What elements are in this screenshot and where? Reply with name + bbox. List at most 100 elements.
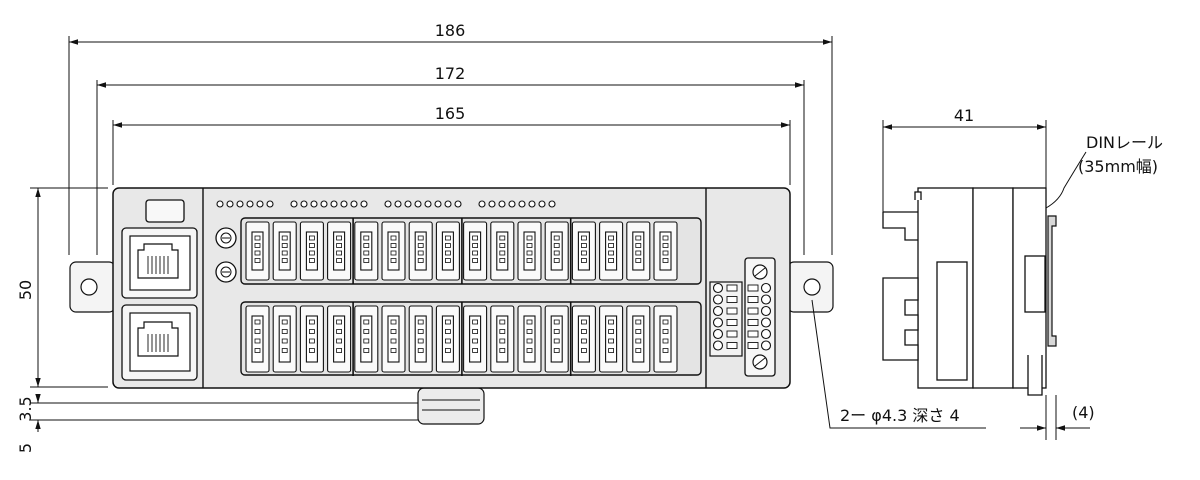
io-connector — [626, 305, 651, 373]
io-connector — [571, 305, 596, 373]
terminal-slot — [747, 330, 759, 338]
io-connector — [653, 305, 678, 373]
dim-172-label: 172 — [435, 64, 466, 83]
status-led — [350, 200, 358, 208]
label-window — [145, 199, 185, 223]
status-led — [300, 200, 308, 208]
status-led — [538, 200, 546, 208]
terminal-screw — [712, 305, 724, 317]
terminal-screw — [712, 294, 724, 305]
status-led — [246, 200, 254, 208]
terminal-screw — [760, 328, 772, 340]
io-connector — [490, 221, 515, 281]
terminal-screw — [760, 282, 772, 294]
io-connector — [653, 221, 678, 281]
ethernet-port-1 — [121, 227, 198, 299]
din-rail-label-line1: DINレール — [1086, 133, 1163, 152]
io-connector — [544, 305, 569, 373]
rotary-switch-2 — [215, 261, 237, 283]
status-led — [256, 200, 264, 208]
terminal-screw — [760, 294, 772, 305]
dim-41-label: 41 — [954, 106, 974, 125]
terminal-slot — [726, 307, 738, 315]
status-led — [226, 200, 234, 208]
status-led — [384, 200, 392, 208]
status-led — [478, 200, 486, 208]
hole-callout-label: 2ー φ4.3 深さ 4 — [840, 406, 960, 425]
io-connector — [571, 221, 596, 281]
io-connector — [544, 221, 569, 281]
io-connector — [408, 305, 433, 373]
terminal-slot — [726, 296, 738, 303]
terminal-slot — [747, 342, 759, 349]
terminal-screw — [712, 340, 724, 351]
dim-4-label: (4) — [1072, 403, 1095, 422]
io-connector — [381, 305, 406, 373]
io-connector — [354, 305, 379, 373]
io-connector — [299, 221, 324, 281]
io-connector — [599, 305, 624, 373]
terminal-slot — [747, 296, 759, 303]
terminal-slot — [747, 319, 759, 326]
side-view: 41 DINレール (35mm幅) (4) — [882, 106, 1163, 440]
dim-50-label: 50 — [16, 280, 35, 300]
status-led — [290, 200, 298, 208]
io-connector — [245, 305, 270, 373]
status-led — [236, 200, 244, 208]
io-connector — [626, 221, 651, 281]
terminal-slot — [747, 284, 759, 292]
io-connector — [435, 221, 460, 281]
io-connector — [517, 221, 542, 281]
io-connector — [490, 305, 515, 373]
status-led — [414, 200, 422, 208]
terminal-screw — [760, 305, 772, 317]
terminal-screw — [712, 282, 724, 294]
dim-3-5-label: 3.5 — [16, 396, 35, 421]
connector-row-top — [240, 217, 702, 285]
status-led — [320, 200, 328, 208]
right-mounting-ear — [787, 261, 834, 313]
rotary-switch-1 — [215, 227, 237, 249]
din-clip — [417, 387, 485, 425]
io-connector — [408, 221, 433, 281]
left-mounting-ear — [69, 261, 116, 313]
io-connector — [327, 221, 352, 281]
status-led — [330, 200, 338, 208]
status-led — [424, 200, 432, 208]
status-led — [508, 200, 516, 208]
status-led — [394, 200, 402, 208]
io-connector — [599, 221, 624, 281]
io-connector — [381, 221, 406, 281]
din-rail-label-line2: (35mm幅) — [1078, 157, 1158, 176]
status-led — [444, 200, 452, 208]
dim-5-label: 5 — [16, 443, 35, 453]
io-connector — [435, 305, 460, 373]
terminal-screw — [712, 317, 724, 328]
io-connector — [327, 305, 352, 373]
status-led — [404, 200, 412, 208]
status-led — [454, 200, 462, 208]
ethernet-port-2 — [121, 304, 198, 381]
io-connector — [463, 305, 488, 373]
status-led — [518, 200, 526, 208]
dim-165-label: 165 — [435, 104, 466, 123]
dim-186-label: 186 — [435, 21, 466, 40]
terminal-screw — [760, 317, 772, 328]
terminal-slot — [726, 284, 738, 292]
status-led — [216, 200, 224, 208]
status-led — [548, 200, 556, 208]
io-connector — [517, 305, 542, 373]
status-led — [488, 200, 496, 208]
status-led — [498, 200, 506, 208]
io-connector — [272, 221, 297, 281]
terminal-slot — [726, 319, 738, 326]
status-led — [360, 200, 368, 208]
terminal-screw — [760, 340, 772, 351]
io-connector — [245, 221, 270, 281]
io-connector — [272, 305, 297, 373]
io-connector — [299, 305, 324, 373]
terminal-slot — [747, 307, 759, 315]
led-row — [216, 200, 556, 208]
terminal-slot — [726, 342, 738, 349]
